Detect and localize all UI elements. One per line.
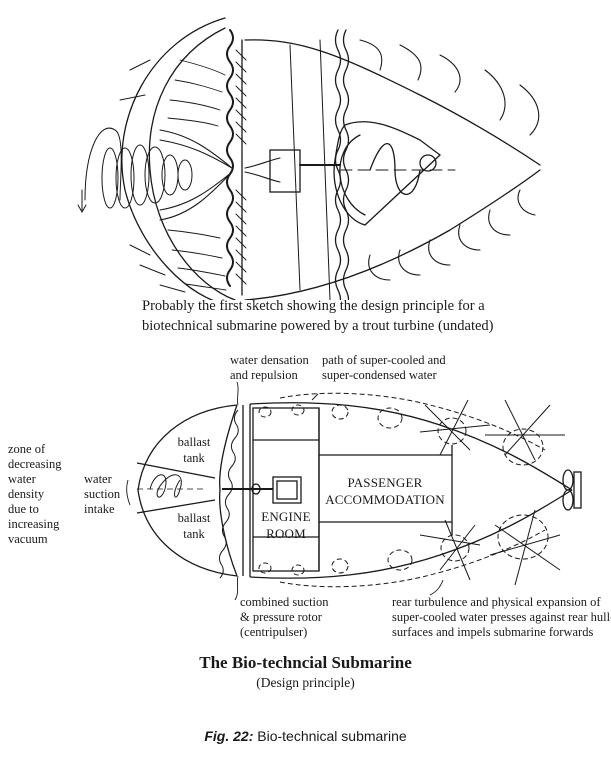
label-line: ballast: [177, 435, 211, 449]
label-line: due to: [8, 502, 39, 516]
figure-number: Fig. 22:: [204, 728, 254, 744]
label-ballast-tank-bottom: ballast tank: [172, 510, 216, 542]
label-engine-room: ENGINE ROOM: [250, 508, 322, 542]
bulkhead-front: [219, 404, 238, 577]
label-line: and repulsion: [230, 368, 298, 382]
label-path-of-water: path of super-cooled and super-condensed…: [322, 353, 446, 383]
label-line: ROOM: [266, 526, 306, 541]
label-line: water densation: [230, 353, 309, 367]
label-line: & pressure rotor: [240, 610, 322, 624]
label-line: (centripulser): [240, 625, 308, 639]
label-line: combined suction: [240, 595, 329, 609]
sketch-wavy-membrane: [226, 29, 234, 287]
sketch-turbine-cone: [333, 121, 442, 226]
label-water-suction-intake: water suction intake: [84, 472, 120, 517]
sketch-caption: Probably the first sketch showing the de…: [142, 296, 562, 336]
label-water-densation: water densation and repulsion: [230, 353, 309, 383]
label-zone-decreasing-density: zone of decreasing water density due to …: [8, 442, 61, 547]
sketch-outer-dome: [121, 17, 226, 300]
figure-caption-text: Bio-technical submarine: [257, 728, 407, 744]
label-centripulser: combined suction & pressure rotor (centr…: [240, 595, 329, 640]
label-line: decreasing: [8, 457, 62, 471]
label-line: tank: [183, 451, 205, 465]
label-line: density: [8, 487, 45, 501]
diagram-subtitle: (Design principle): [256, 675, 355, 690]
trout-turbine-sketch: [77, 17, 541, 300]
label-line: tank: [183, 527, 205, 541]
label-line: surfaces and impels submarine forwards: [392, 625, 594, 639]
sketch-caption-line-1: Probably the first sketch showing the de…: [142, 298, 485, 314]
engine-room-box: [252, 407, 320, 572]
label-line: increasing: [8, 517, 60, 531]
propeller: [562, 469, 574, 491]
label-line: water: [8, 472, 36, 486]
sketch-caption-line-2: biotechnical submarine powered by a trou…: [142, 318, 494, 334]
diagram-title: The Bio-techncial Submarine: [199, 653, 412, 672]
sketch-engine-box: [269, 149, 301, 193]
engine-unit: [272, 476, 302, 504]
label-line: suction: [84, 487, 121, 501]
label-line: PASSENGER: [347, 475, 423, 490]
sketch-hull-bottom: [244, 169, 541, 300]
hull-nose: [137, 404, 238, 577]
label-line: intake: [84, 502, 115, 516]
label-ballast-tank-top: ballast tank: [172, 434, 216, 466]
figure-caption: Fig. 22: Bio-technical submarine: [0, 728, 611, 744]
label-rear-turbulence: rear turbulence and physical expansion o…: [392, 595, 611, 640]
bulkhead-wavy: [218, 409, 239, 579]
label-line: path of super-cooled and: [322, 353, 446, 367]
label-line: vacuum: [8, 532, 48, 546]
label-line: ENGINE: [261, 509, 311, 524]
label-passenger-accommodation: PASSENGER ACCOMMODATION: [320, 474, 450, 508]
label-line: ACCOMMODATION: [325, 492, 445, 507]
sketch-hull-top: [244, 39, 541, 166]
label-line: ballast: [177, 511, 211, 525]
label-line: water: [84, 472, 112, 486]
label-line: super-cooled water presses against rear …: [392, 610, 611, 624]
sketch-wavy-membrane-rear: [334, 29, 342, 300]
sketch-inner-dome: [148, 27, 236, 300]
label-line: zone of: [8, 442, 46, 456]
label-line: rear turbulence and physical expansion o…: [392, 595, 601, 609]
label-line: super-condensed water: [322, 368, 437, 382]
